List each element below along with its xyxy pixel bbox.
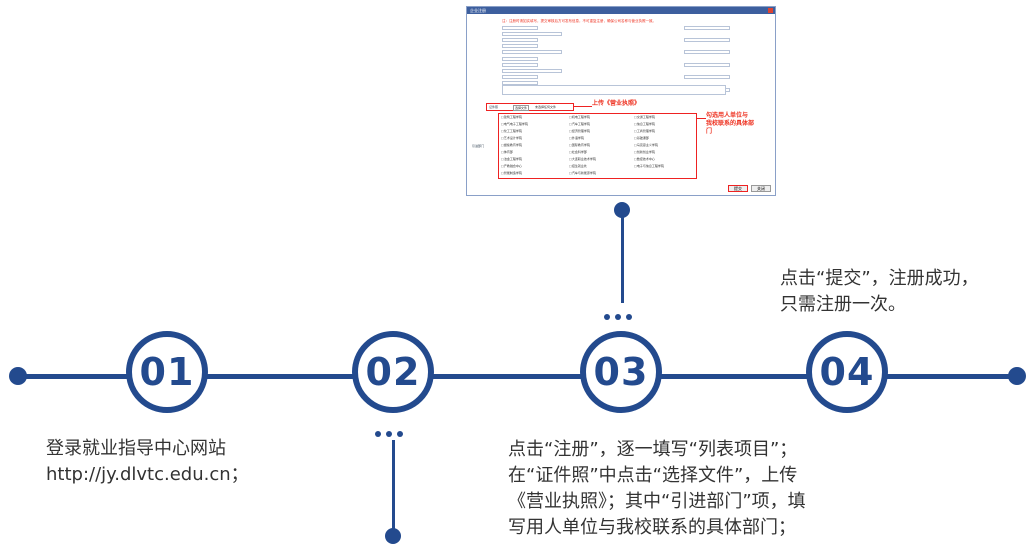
department-option: □外语学院 xyxy=(569,136,584,140)
department-option: □体育部 xyxy=(501,150,513,154)
step-01-circle: 01 xyxy=(126,331,208,413)
department-option: □继续教育学院 xyxy=(501,143,522,147)
form-input xyxy=(502,32,562,36)
step-04-line-2: 只需注册一次。 xyxy=(780,294,906,315)
dept-annotation-2: 我校联系的具体部 xyxy=(706,120,755,127)
dept-annotation-3: 门 xyxy=(706,128,713,135)
department-option: □经济管理学院 xyxy=(569,129,590,133)
upload-annotation: 上传《营业执照》 xyxy=(592,100,641,107)
form-input xyxy=(502,44,538,48)
department-checklist xyxy=(498,113,697,179)
form-input xyxy=(684,63,730,67)
form-input xyxy=(684,50,730,54)
step-01-text: 登录就业指导中心网站 http://jy.dlvtc.edu.cn； xyxy=(46,436,249,488)
department-option: □智能制造学院 xyxy=(501,171,522,175)
department-option: □化工工程学院 xyxy=(501,129,522,133)
registration-form-screenshot: 企业注册 xyxy=(466,6,776,196)
form-input xyxy=(502,81,538,85)
department-option: □产教融合中心 xyxy=(501,164,522,168)
department-option: □国际教育学院 xyxy=(569,143,590,147)
form-textarea xyxy=(502,85,726,95)
dept-annotation-1: 勾选用人单位与 xyxy=(706,112,749,119)
form-notice: 注：注册时请如实填写，提交审核后方可发布信息，不可重复注册，确保公司名称与营业执… xyxy=(502,19,656,23)
department-option: □大连职业技术学院 xyxy=(569,157,596,161)
form-input xyxy=(502,57,538,61)
connector-line-top xyxy=(621,210,624,303)
step-02-number: 02 xyxy=(365,350,421,394)
form-input xyxy=(502,38,538,42)
step-03-line-2: 在“证件照”中点击“选择文件”，上传 xyxy=(508,465,798,486)
close-icon xyxy=(768,8,773,13)
step-01-number: 01 xyxy=(139,350,195,394)
department-option: □电子与信息工程学院 xyxy=(634,164,664,168)
step-04-text: 点击“提交”，注册成功， 只需注册一次。 xyxy=(780,266,979,318)
form-input xyxy=(502,63,538,67)
step-03-circle: 03 xyxy=(580,331,662,413)
form-input xyxy=(684,38,730,42)
ellipsis-dots-03 xyxy=(604,314,632,320)
upload-label: 证件照 xyxy=(489,105,499,109)
dept-arrow xyxy=(697,118,706,119)
step-01-line-1: 登录就业指导中心网站 xyxy=(46,438,226,459)
form-title-bar: 企业注册 xyxy=(467,7,775,14)
submit-button: 提交 xyxy=(728,185,748,192)
step-01-line-2: http://jy.dlvtc.edu.cn； xyxy=(46,464,249,485)
department-option: □创新创业学院 xyxy=(634,150,655,154)
form-input xyxy=(502,75,538,79)
department-option: □建筑工程学院 xyxy=(501,115,522,119)
step-03-number: 03 xyxy=(593,350,649,394)
department-option: □交通工程学院 xyxy=(634,115,655,119)
department-option: □工商管理学院 xyxy=(634,129,655,133)
step-02-circle: 02 xyxy=(352,331,434,413)
timeline-start-dot xyxy=(9,367,27,385)
upload-note: 未选择任何文件 xyxy=(535,105,557,109)
choose-file-button: 选择文件 xyxy=(513,105,530,111)
department-option: □电气电子工程学院 xyxy=(501,122,528,126)
department-option: □信息工程学院 xyxy=(634,122,655,126)
upload-field: 证件照 选择文件 未选择任何文件 xyxy=(486,103,574,111)
step-03-line-3: 《营业执照》；其中“引进部门”项，填 xyxy=(508,491,806,512)
timeline-line xyxy=(18,374,1016,379)
department-option: □冶金工程学院 xyxy=(501,157,522,161)
step-04-number: 04 xyxy=(819,350,875,394)
connector-dot-bottom xyxy=(385,528,401,544)
form-input xyxy=(502,50,562,54)
department-option: □基础课部 xyxy=(634,136,649,140)
step-03-line-4: 写用人单位与我校联系的具体部门； xyxy=(508,517,796,538)
step-03-text: 点击“注册”，逐一填写“列表项目”； 在“证件照”中点击“选择文件”，上传 《营… xyxy=(508,437,806,541)
department-option: □马克思主义学院 xyxy=(634,143,658,147)
connector-line-bottom xyxy=(392,440,395,532)
department-option: □社会科学部 xyxy=(569,150,587,154)
upload-arrow xyxy=(574,106,592,107)
step-04-circle: 04 xyxy=(806,331,888,413)
close-button: 关闭 xyxy=(751,185,771,192)
department-option: □汽车工程学院 xyxy=(569,122,590,126)
step-03-line-1: 点击“注册”，逐一填写“列表项目”； xyxy=(508,439,798,460)
department-option: □艺术设计学院 xyxy=(501,136,522,140)
department-option: □汽车与新能源学院 xyxy=(569,171,596,175)
form-input xyxy=(502,69,562,73)
timeline-end-dot xyxy=(1008,367,1026,385)
department-option: □招生就业处 xyxy=(569,164,587,168)
form-input xyxy=(684,75,730,79)
form-input xyxy=(684,26,730,30)
ellipsis-dots-02 xyxy=(375,431,403,437)
department-option: □数控技术中心 xyxy=(634,157,655,161)
step-04-line-1: 点击“提交”，注册成功， xyxy=(780,268,979,289)
dept-label: 引进部门 xyxy=(472,144,485,148)
department-option: □机电工程学院 xyxy=(569,115,590,119)
form-input xyxy=(502,26,538,30)
